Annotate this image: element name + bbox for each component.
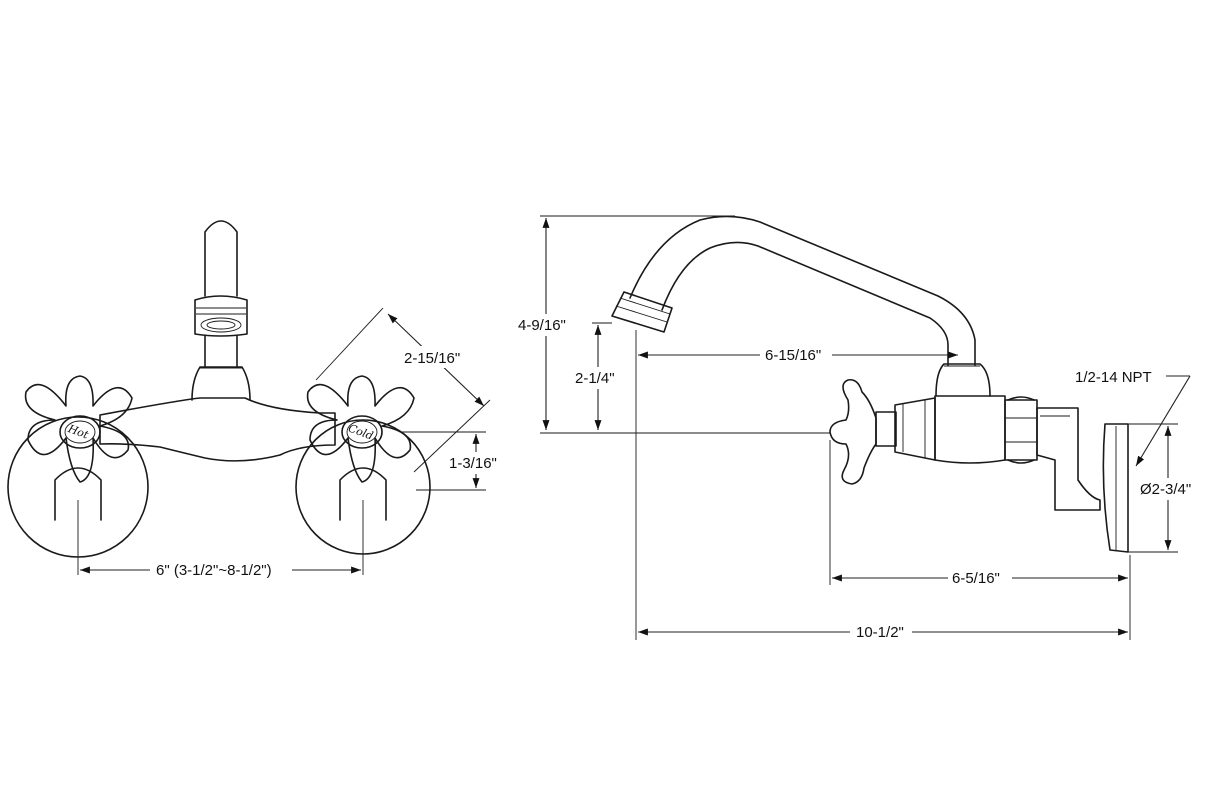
side-handle xyxy=(829,378,877,485)
faucet-body xyxy=(99,397,336,462)
dim-handle-to-wall: 6-5/16" xyxy=(952,570,1000,587)
dim-handle-diagonal: 2-15/16" xyxy=(404,350,460,367)
spout-tube xyxy=(204,220,238,297)
side-spout-outer xyxy=(629,215,976,366)
dim-overall-depth: 10-1/2" xyxy=(856,624,904,641)
dim-handle-height: 1-3/16" xyxy=(449,455,497,472)
hot-label: Hot xyxy=(65,422,90,442)
side-spout-base xyxy=(935,363,991,397)
side-elbow xyxy=(1036,407,1101,511)
aerator xyxy=(194,295,248,337)
right-shank xyxy=(339,467,387,521)
dim-spout-drop: 2-1/4" xyxy=(575,370,615,387)
dim-thread: 1/2-14 NPT xyxy=(1075,369,1152,386)
spout-base xyxy=(191,366,251,401)
side-valve-body xyxy=(934,395,1006,464)
dim-overall-height: 4-9/16" xyxy=(518,317,566,334)
side-flange xyxy=(1102,423,1129,553)
dim-flange-diameter: Ø2-3/4" xyxy=(1140,481,1191,498)
side-spout-inner xyxy=(661,241,949,366)
dim-spout-reach: 6-15/16" xyxy=(765,347,821,364)
side-view: 4-9/16" 2-1/4" 6-15/16" 6-5/16" 10-1/2" … xyxy=(518,215,1202,641)
side-hex-nut xyxy=(1004,399,1038,461)
dim-center-spacing: 6" (3-1/2"~8-1/2") xyxy=(156,562,272,579)
front-view: Hot Cold 6" (3-1/2"~8-1/2") 2-15/16" 1-3… xyxy=(7,220,504,579)
left-shank xyxy=(54,467,102,521)
hot-handle: Hot xyxy=(24,375,133,483)
side-aerator xyxy=(611,291,673,333)
